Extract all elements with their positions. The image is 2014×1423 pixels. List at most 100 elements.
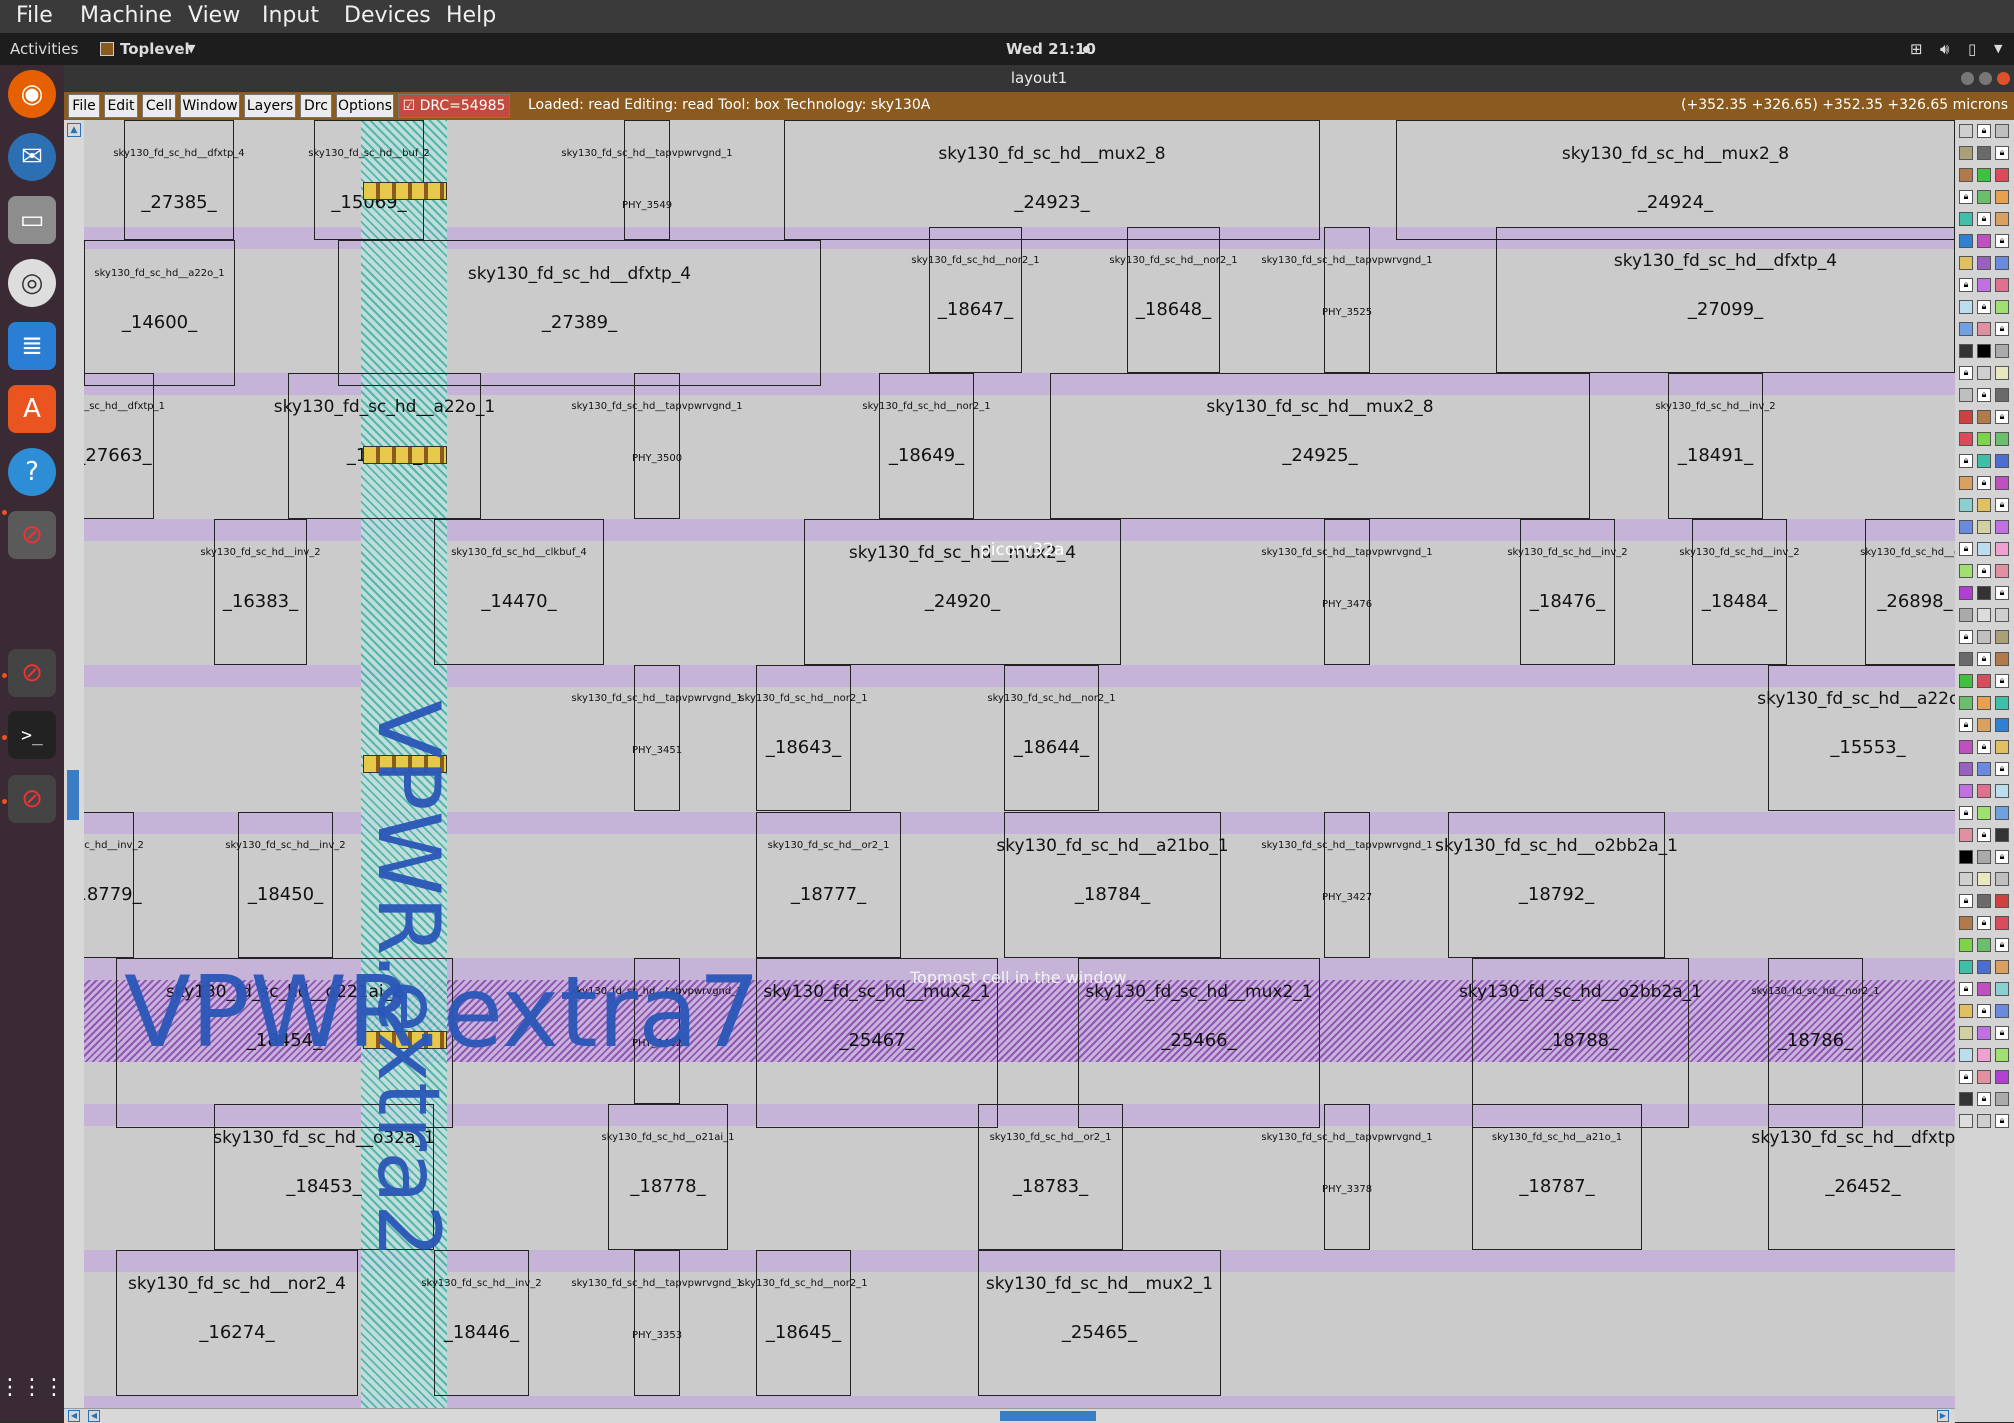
standard-cell[interactable] — [1324, 812, 1370, 958]
app-menu-toplevel[interactable]: Toplevel — [120, 40, 190, 58]
vertical-scroll-thumb[interactable] — [67, 770, 79, 820]
standard-cell[interactable] — [1324, 519, 1370, 665]
standard-cell[interactable] — [1472, 958, 1689, 1128]
files-icon[interactable]: ▭ — [8, 196, 56, 244]
layer-swatch[interactable] — [1959, 1026, 1973, 1040]
firefox-icon[interactable]: ◉ — [8, 70, 56, 118]
close-icon[interactable] — [1997, 72, 2010, 85]
layer-swatch[interactable] — [1995, 696, 2009, 710]
scroll-left-icon[interactable]: ◀ — [68, 1410, 80, 1422]
layer-swatch[interactable] — [1977, 674, 1991, 688]
layer-swatch[interactable] — [1977, 894, 1991, 908]
menu-cell[interactable]: Cell — [142, 94, 176, 118]
layer-swatch[interactable] — [1995, 652, 2009, 666]
layer-lock-icon[interactable]: 🔒︎ — [1995, 674, 2009, 688]
layer-swatch[interactable] — [1977, 256, 1991, 270]
layer-swatch[interactable] — [1977, 432, 1991, 446]
layer-swatch[interactable] — [1977, 1114, 1991, 1128]
layer-swatch[interactable] — [1995, 1092, 2009, 1106]
standard-cell[interactable] — [288, 373, 481, 519]
standard-cell[interactable] — [1768, 1104, 1955, 1250]
vm-menu-help[interactable]: Help — [446, 3, 497, 28]
layer-swatch[interactable] — [1995, 432, 2009, 446]
layer-swatch[interactable] — [1995, 718, 2009, 732]
layer-swatch[interactable] — [1995, 124, 2009, 138]
layer-swatch[interactable] — [1959, 432, 1973, 446]
layer-swatch[interactable] — [1995, 1048, 2009, 1062]
layer-lock-icon[interactable]: 🔒︎ — [1977, 828, 1991, 842]
standard-cell[interactable] — [756, 812, 901, 958]
standard-cell[interactable] — [634, 665, 680, 811]
layer-lock-icon[interactable]: 🔒︎ — [1959, 454, 1973, 468]
standard-cell[interactable] — [1472, 1104, 1642, 1250]
no-entry-app-icon-3[interactable]: ⊘ — [8, 775, 56, 823]
standard-cell[interactable] — [624, 120, 670, 240]
layer-lock-icon[interactable]: 🔒︎ — [1959, 894, 1973, 908]
layer-swatch[interactable] — [1959, 828, 1973, 842]
layer-swatch[interactable] — [1959, 410, 1973, 424]
layer-swatch[interactable] — [1995, 894, 2009, 908]
standard-cell[interactable] — [314, 120, 424, 240]
standard-cell[interactable] — [1768, 665, 1955, 811]
layer-swatch[interactable] — [1977, 784, 1991, 798]
layer-swatch[interactable] — [1977, 1070, 1991, 1084]
layer-swatch[interactable] — [1995, 608, 2009, 622]
layer-swatch[interactable] — [1995, 1004, 2009, 1018]
vm-menu-devices[interactable]: Devices — [344, 3, 431, 28]
layer-swatch[interactable] — [1977, 190, 1991, 204]
layer-swatch[interactable] — [1959, 1092, 1973, 1106]
menu-layers[interactable]: Layers — [244, 94, 296, 118]
layer-swatch[interactable] — [1977, 278, 1991, 292]
standard-cell[interactable] — [804, 519, 1121, 665]
layer-swatch[interactable] — [1977, 960, 1991, 974]
layer-swatch[interactable] — [1959, 586, 1973, 600]
standard-cell[interactable] — [116, 958, 453, 1128]
layer-lock-icon[interactable]: 🔒︎ — [1959, 542, 1973, 556]
layer-swatch[interactable] — [1995, 916, 2009, 930]
layer-swatch[interactable] — [1977, 806, 1991, 820]
layer-swatch[interactable] — [1977, 762, 1991, 776]
layer-swatch[interactable] — [1959, 168, 1973, 182]
layer-swatch[interactable] — [1959, 872, 1973, 886]
scroll-left-small-icon[interactable]: ◀ — [88, 1410, 100, 1422]
terminal-icon[interactable]: >_ — [8, 711, 56, 759]
clock[interactable]: Wed 21:10 — [1006, 40, 1096, 58]
standard-cell[interactable] — [1768, 958, 1863, 1128]
layer-lock-icon[interactable]: 🔒︎ — [1977, 916, 1991, 930]
layer-lock-icon[interactable]: 🔒︎ — [1959, 806, 1973, 820]
layer-swatch[interactable] — [1959, 256, 1973, 270]
layer-swatch[interactable] — [1959, 652, 1973, 666]
standard-cell[interactable] — [338, 240, 821, 386]
vm-menu-machine[interactable]: Machine — [80, 3, 173, 28]
standard-cell[interactable] — [1865, 519, 1955, 665]
standard-cell[interactable] — [1004, 812, 1221, 958]
standard-cell[interactable] — [879, 373, 974, 519]
battery-icon[interactable]: ▯ — [1968, 40, 1977, 58]
layer-lock-icon[interactable]: 🔒︎ — [1995, 410, 2009, 424]
layer-swatch[interactable] — [1959, 740, 1973, 754]
layer-swatch[interactable] — [1959, 1114, 1973, 1128]
scroll-up-icon[interactable]: ▲ — [67, 123, 81, 137]
layer-swatch[interactable] — [1959, 938, 1973, 952]
layer-swatch[interactable] — [1959, 322, 1973, 336]
layer-lock-icon[interactable]: 🔒︎ — [1977, 212, 1991, 226]
layer-lock-icon[interactable]: 🔒︎ — [1959, 718, 1973, 732]
vm-menu-view[interactable]: View — [188, 3, 241, 28]
layer-swatch[interactable] — [1995, 212, 2009, 226]
network-icon[interactable]: ⊞ — [1910, 40, 1923, 58]
layer-palette[interactable]: 🔒︎🔒︎🔒︎🔒︎🔒︎🔒︎🔒︎🔒︎🔒︎🔒︎🔒︎🔒︎🔒︎🔒︎🔒︎🔒︎🔒︎🔒︎🔒︎🔒︎… — [1955, 120, 2014, 1422]
menu-drc[interactable]: Drc — [300, 94, 332, 118]
standard-cell[interactable] — [214, 1104, 434, 1250]
layer-swatch[interactable] — [1995, 278, 2009, 292]
standard-cell[interactable] — [1004, 665, 1099, 811]
layer-swatch[interactable] — [1995, 300, 2009, 314]
layer-swatch[interactable] — [1995, 806, 2009, 820]
standard-cell[interactable] — [116, 1250, 358, 1396]
standard-cell[interactable] — [1668, 373, 1763, 519]
layer-swatch[interactable] — [1959, 388, 1973, 402]
layer-swatch[interactable] — [1977, 168, 1991, 182]
layer-swatch[interactable] — [1977, 410, 1991, 424]
layer-swatch[interactable] — [1995, 960, 2009, 974]
software-center-icon[interactable]: A — [8, 385, 56, 433]
scroll-right-icon[interactable]: ▶ — [1937, 1410, 1949, 1422]
